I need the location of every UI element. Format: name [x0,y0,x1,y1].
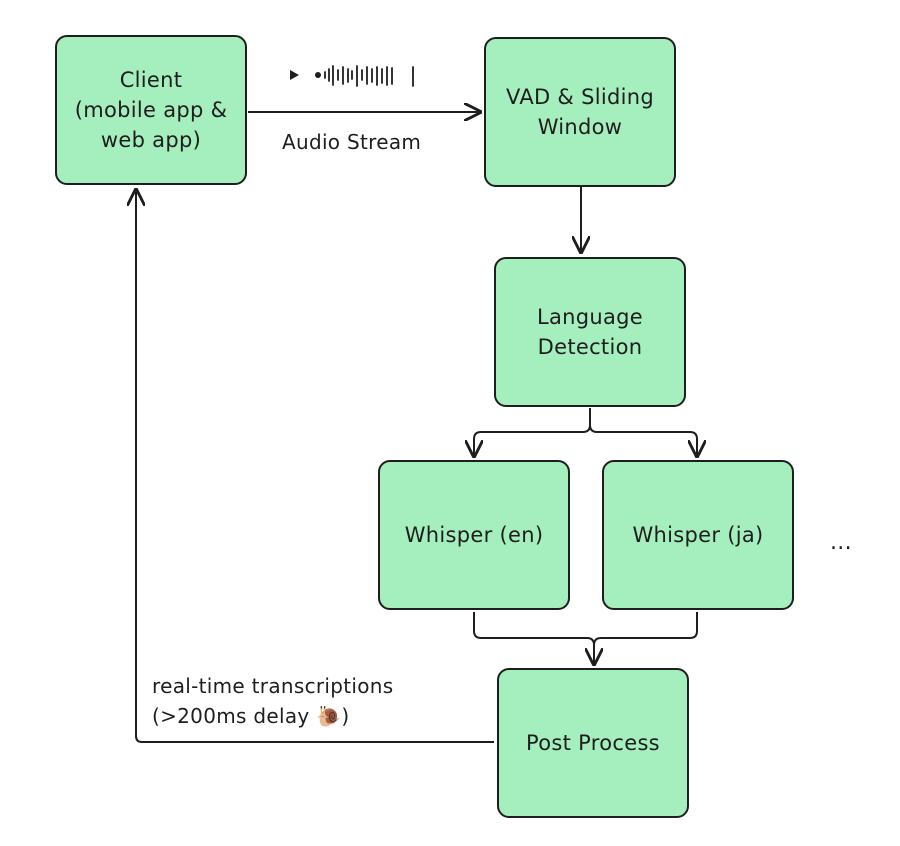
transcriptions-label: real-time transcriptions (>200ms delay 🐌… [152,674,394,728]
more-models-ellipsis: ... [830,530,852,555]
audio-stream-label: Audio Stream [282,130,422,154]
whisper-ja-to-post-process-arrow [593,612,698,664]
whisper-en-to-post-process-arrow [473,612,594,664]
post-process-node: Post Process [497,668,689,818]
play-waveform-icon [290,65,414,87]
whisper-en-node: Whisper (en) [378,460,570,610]
transcriptions-return-arrow [136,190,494,743]
language-to-whisper-ja-arrow [589,408,697,456]
vad-sliding-window-node: VAD & Sliding Window [484,37,676,187]
whisper-ja-node: Whisper (ja) [602,460,794,610]
language-detection-node: Language Detection [494,257,686,407]
language-to-whisper-en-arrow [474,408,591,456]
client-node: Client (mobile app & web app) [55,35,247,185]
